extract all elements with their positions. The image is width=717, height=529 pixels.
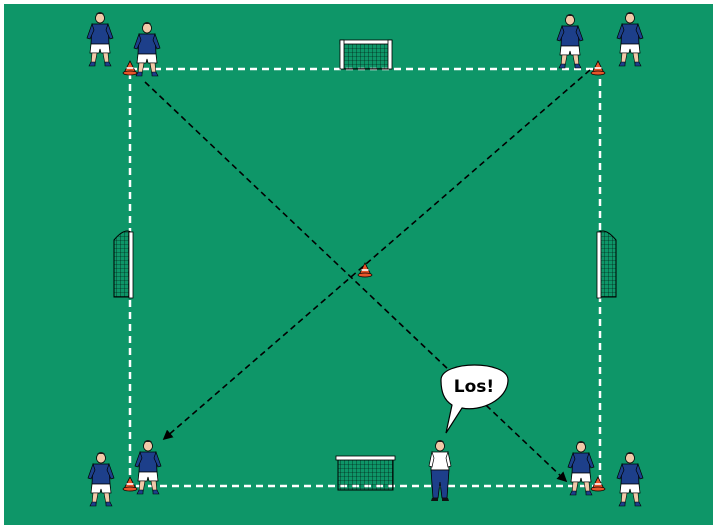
speech-bubble-text: Los! (454, 377, 494, 397)
goal-icon (336, 456, 395, 490)
goal-icon (597, 231, 616, 298)
goal-icon (340, 40, 392, 69)
goal-icon (114, 231, 133, 298)
